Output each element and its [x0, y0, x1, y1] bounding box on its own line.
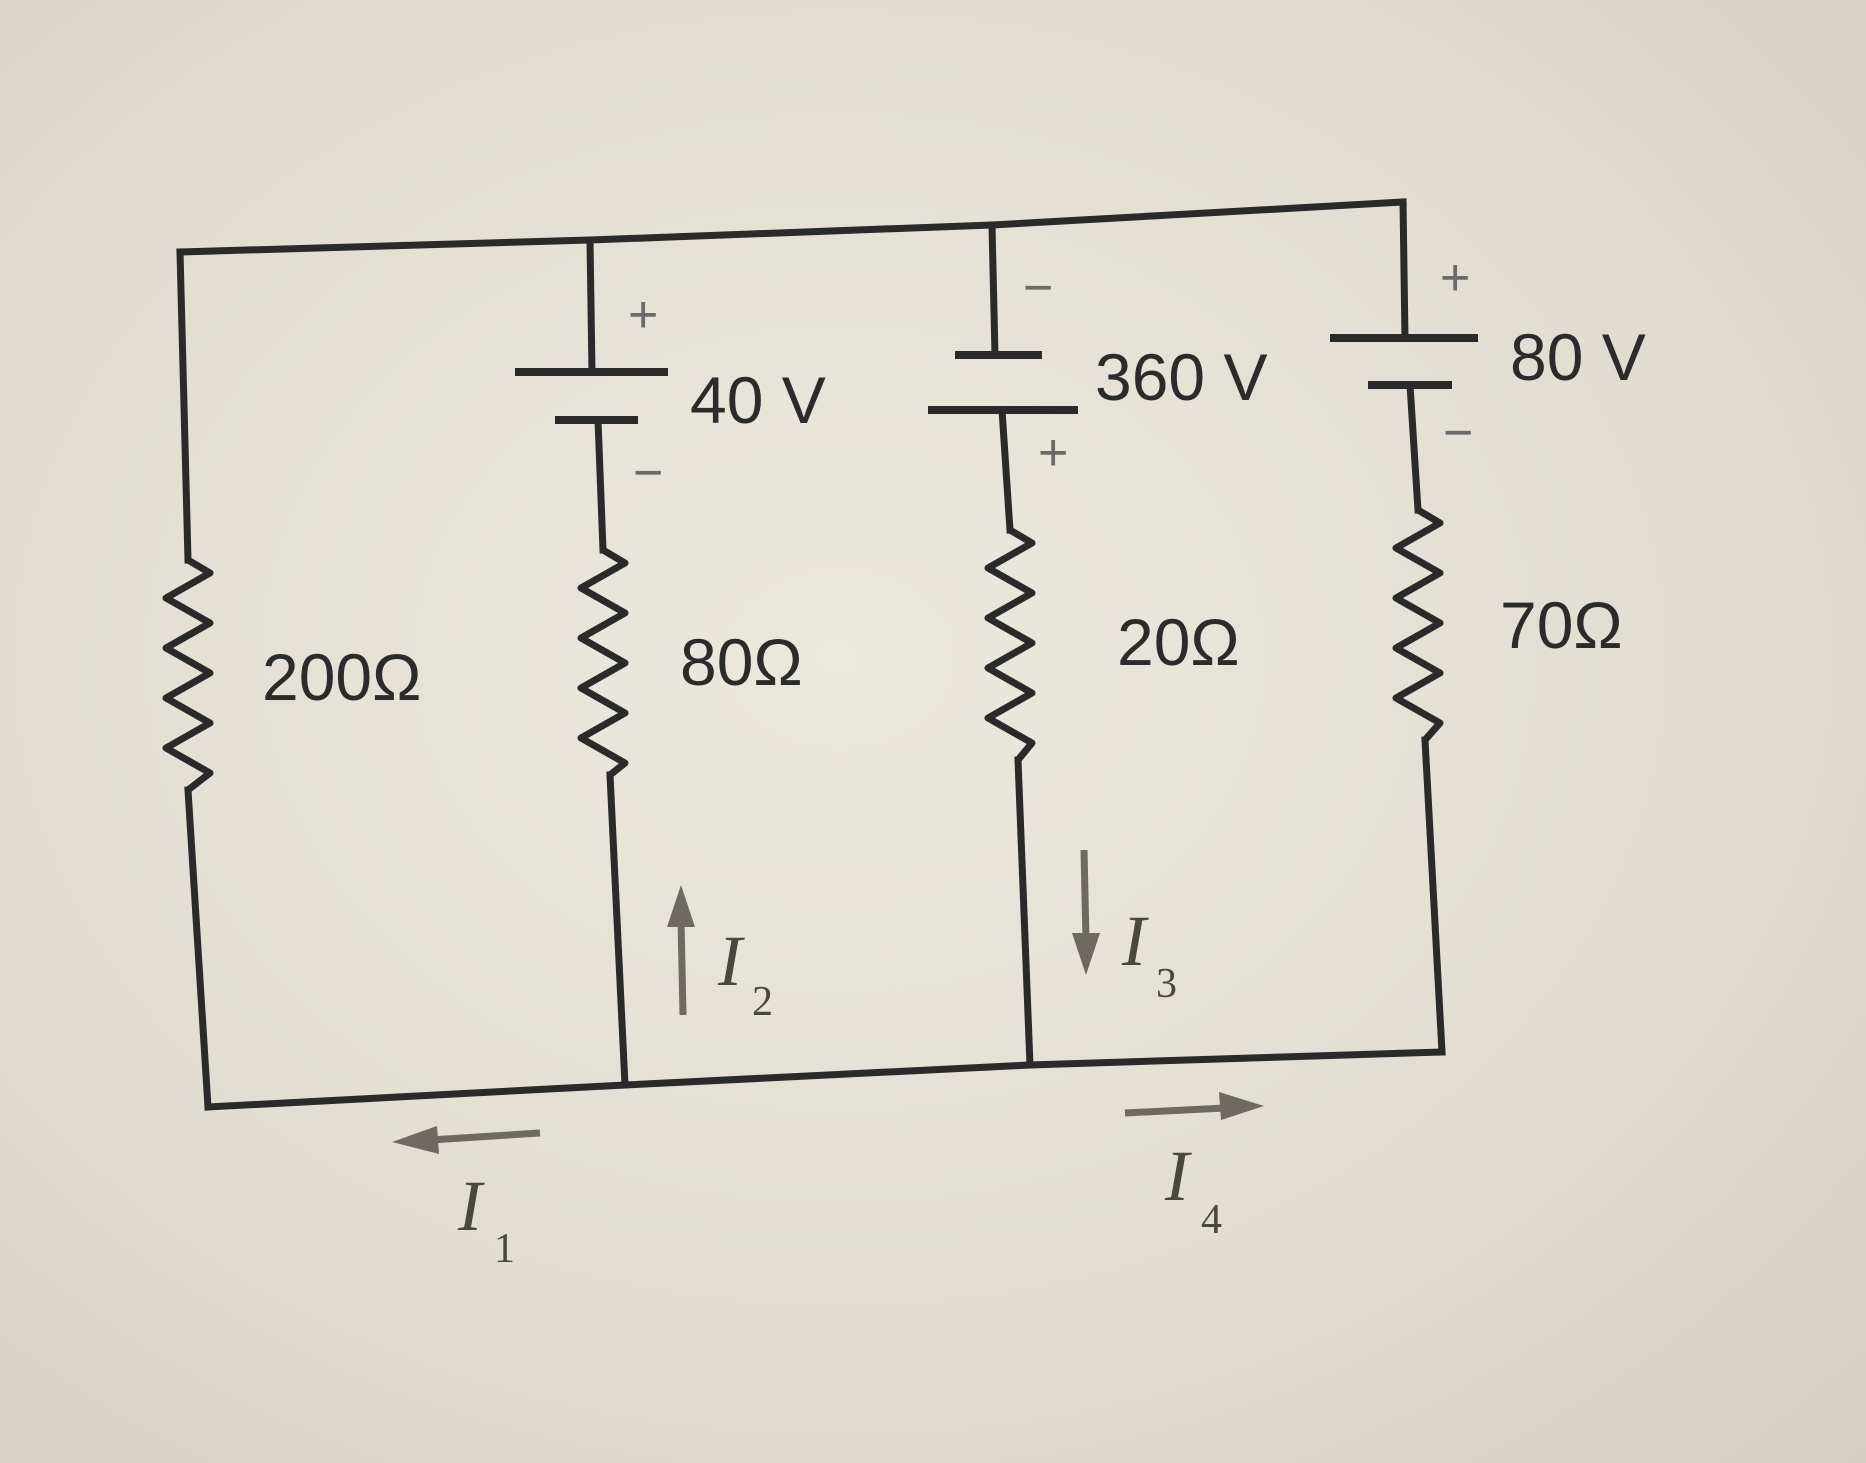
branch-2 — [515, 236, 668, 1089]
resistor-20 — [984, 526, 1036, 764]
current-i1-label: I — [457, 1166, 485, 1246]
current-i1-subscript: 1 — [494, 1226, 515, 1272]
current-i4-arrow — [1124, 1092, 1264, 1120]
current-i2-arrow — [667, 885, 695, 1016]
resistance-200-label: 200Ω — [262, 640, 421, 714]
battery-40v-minus-sign: − — [633, 444, 663, 502]
resistor-70 — [1392, 506, 1444, 744]
emf-80v-label: 80 V — [1510, 320, 1646, 394]
battery-40v-plus-sign: + — [628, 286, 658, 344]
resistance-70-label: 70Ω — [1500, 588, 1623, 662]
top-wire — [176, 198, 1407, 256]
branch-1 — [162, 248, 214, 1111]
battery-80v-plus-sign: + — [1440, 249, 1470, 307]
battery-80v-minus-sign: − — [1443, 404, 1473, 462]
branch-3 — [928, 221, 1078, 1069]
emf-360v-label: 360 V — [1095, 340, 1267, 414]
current-i2-label: I — [717, 921, 745, 1001]
current-i1-arrow — [392, 1126, 541, 1154]
resistor-200 — [162, 556, 214, 794]
current-i4-label: I — [1164, 1136, 1192, 1216]
resistance-20-label: 20Ω — [1117, 605, 1240, 679]
emf-40v-label: 40 V — [690, 363, 826, 437]
resistor-80 — [577, 546, 629, 779]
current-i2-subscript: 2 — [752, 979, 773, 1025]
battery-360v-plus-sign: + — [1038, 424, 1068, 482]
branch-4 — [1330, 198, 1478, 1056]
bottom-wire — [204, 1048, 1446, 1111]
battery-360v-minus-sign: − — [1023, 259, 1053, 317]
current-i3-subscript: 3 — [1156, 961, 1177, 1007]
current-i3-arrow — [1072, 849, 1100, 975]
current-i4-subscript: 4 — [1201, 1197, 1222, 1243]
current-i3-label: I — [1121, 901, 1149, 981]
resistance-80-label: 80Ω — [680, 625, 803, 699]
